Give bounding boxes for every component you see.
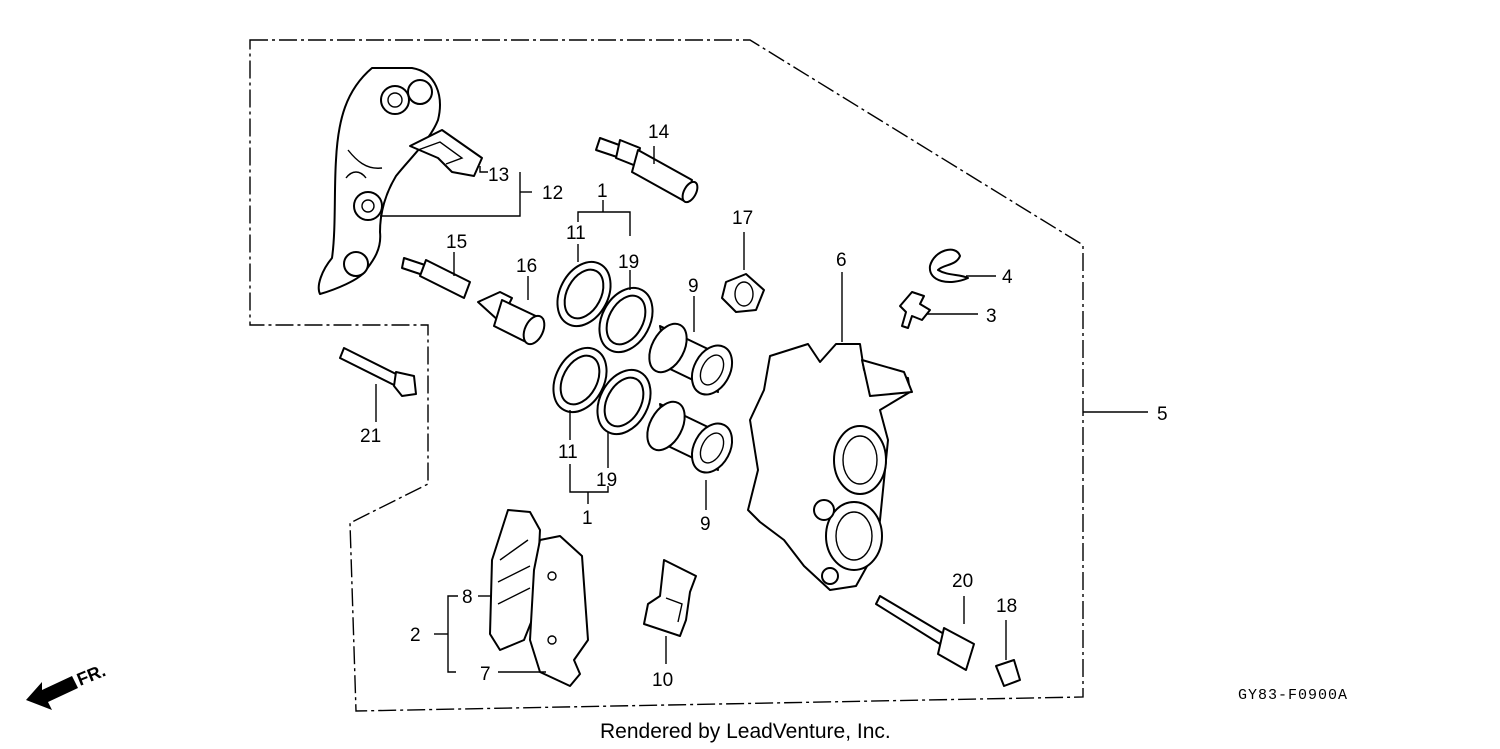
callout-1-bottom: 1 [582,508,593,529]
callout-20: 20 [952,571,973,592]
callout-13: 13 [488,165,509,186]
callout-2: 2 [410,625,421,646]
callout-19-bottom: 19 [596,470,617,491]
callout-10: 10 [652,670,673,691]
callout-11-bottom: 11 [558,442,578,463]
pad-spring[interactable] [409,129,483,177]
caliper-bracket[interactable] [317,67,441,295]
slide-pin-short[interactable] [401,257,471,299]
front-direction-label: FR. [74,660,108,689]
pad-retainer[interactable] [643,559,697,637]
callout-9-top: 9 [688,276,699,297]
callout-14: 14 [648,122,670,143]
pin-bolt[interactable] [477,291,548,347]
callout-19-top: 19 [618,252,639,273]
diagram-code: GY83-F0900A [1238,687,1348,704]
callout-labels: 14 13 12 1 11 19 15 16 17 9 6 4 3 5 21 1… [360,122,1168,691]
piston-upper[interactable] [642,318,740,402]
callout-17: 17 [732,208,753,229]
bleeder-screw[interactable] [899,291,931,329]
bracket-bolt[interactable] [339,347,417,397]
callout-3: 3 [986,306,997,327]
callout-21: 21 [360,426,381,447]
assembly-frame [249,39,1084,712]
callout-18: 18 [996,596,1017,617]
callout-1-top: 1 [597,181,608,202]
callout-11-top: 11 [566,223,586,244]
caliper-body[interactable] [747,343,913,591]
callout-7: 7 [480,664,491,685]
front-direction-arrow: FR. [26,660,108,710]
brake-pad-inner[interactable] [529,535,589,687]
slide-pin[interactable] [595,137,700,205]
dust-seal-lower[interactable] [587,361,661,444]
callout-12: 12 [542,183,563,204]
callout-15: 15 [446,232,467,253]
pin-plug[interactable] [995,659,1021,687]
brake-pad-outer[interactable] [489,509,541,651]
piston-seal-upper[interactable] [547,253,621,336]
callout-8: 8 [462,587,473,608]
pin-boot[interactable] [721,273,765,313]
callout-9-bottom: 9 [700,514,711,535]
callout-4: 4 [1002,267,1013,288]
pad-pin[interactable] [875,595,975,671]
dust-seal-upper[interactable] [589,279,663,362]
callout-5: 5 [1157,404,1168,425]
credit-line: Rendered by LeadVenture, Inc. [600,720,891,743]
callout-16: 16 [516,256,537,277]
piston-lower[interactable] [640,396,740,480]
callout-6: 6 [836,250,847,271]
piston-seal-lower[interactable] [543,339,617,422]
leader-lines [375,146,1148,673]
bleeder-cap[interactable] [928,248,969,283]
